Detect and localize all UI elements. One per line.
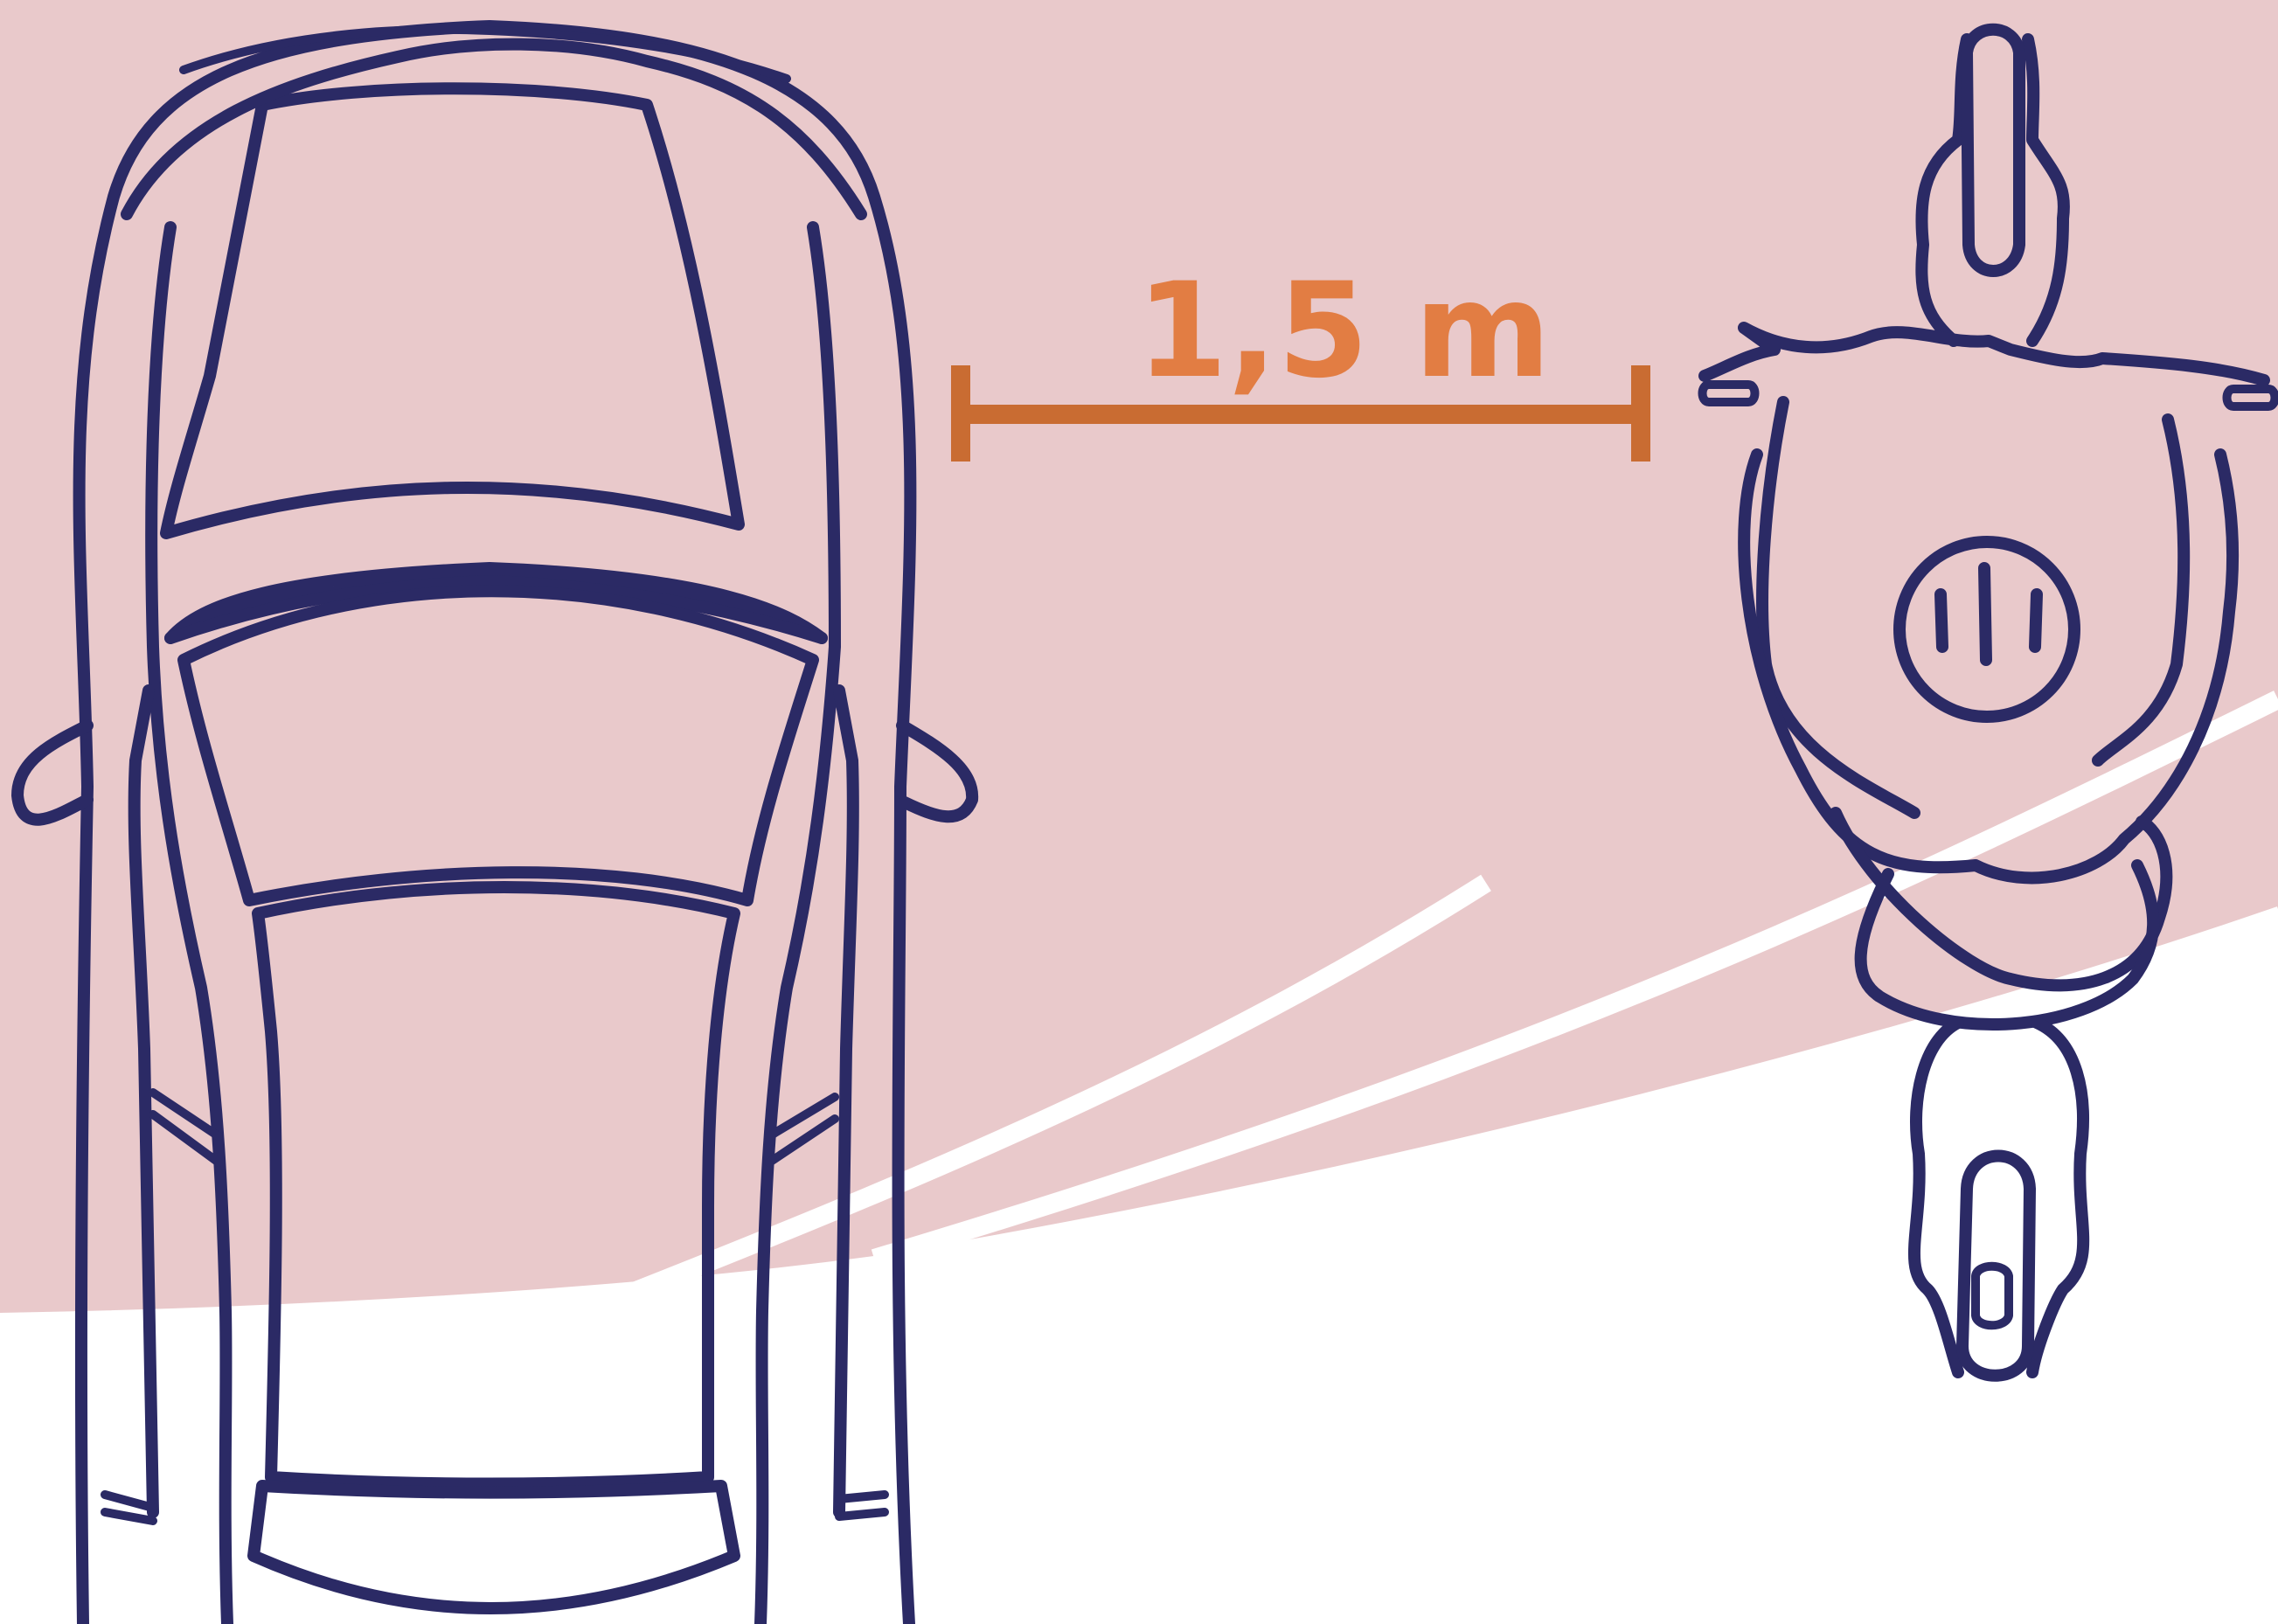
car-trunk	[253, 1486, 734, 1608]
pink-area	[0, 0, 2278, 1315]
car-rear-bumper-left	[105, 1495, 153, 1521]
distance-bar-right-cap	[1631, 365, 1650, 462]
distance-label: 1,5 m	[1136, 255, 1551, 407]
distance-bar-left-cap	[951, 365, 970, 462]
distance-bar	[951, 405, 1650, 424]
background	[0, 0, 2278, 1315]
bicycle-rear-light	[1976, 1267, 2009, 1326]
car-rear-bumper-right	[839, 1495, 885, 1516]
